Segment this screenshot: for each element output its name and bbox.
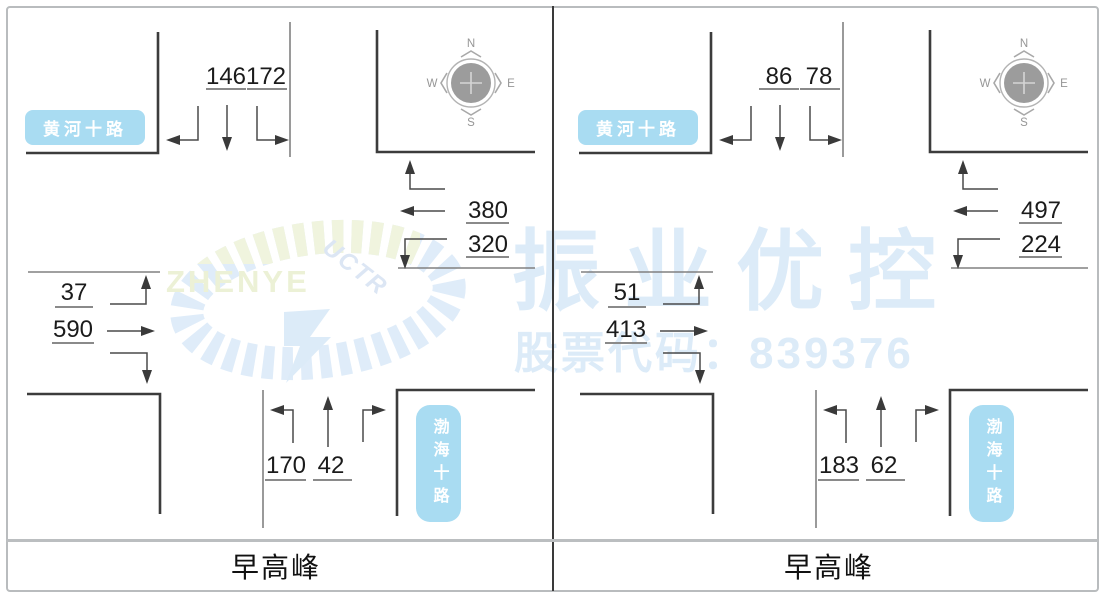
watermark-zhenye-text: ZHENYE bbox=[166, 264, 310, 299]
caption-divider-horizontal bbox=[6, 539, 1098, 542]
road-edges bbox=[26, 30, 535, 516]
underline bbox=[800, 88, 840, 90]
period-caption-left: 早高峰 bbox=[230, 552, 321, 583]
flow-value-east-through: 380 bbox=[467, 197, 509, 224]
underline bbox=[605, 342, 647, 344]
lightning-bolt-shape bbox=[284, 309, 331, 383]
flow-value-north-through: 86 bbox=[765, 63, 793, 90]
road-label-huanghe: 黄河十路 bbox=[25, 110, 145, 145]
road-label-bohai: 渤海十路 bbox=[416, 405, 461, 522]
compass-east-label: E bbox=[507, 78, 515, 90]
underline bbox=[608, 306, 646, 308]
underline bbox=[818, 479, 859, 481]
compass-west-label: W bbox=[980, 78, 991, 90]
underline bbox=[466, 222, 509, 224]
watermark-stock-code-text: 股票代码：839376 bbox=[514, 329, 914, 378]
flow-value-west-through: 590 bbox=[52, 316, 94, 343]
flow-value-south-through: 42 bbox=[317, 452, 345, 479]
period-caption-right: 早高峰 bbox=[783, 552, 874, 583]
intersection-diagram: N S W E bbox=[579, 22, 1088, 528]
underline bbox=[55, 306, 93, 308]
underline bbox=[247, 88, 287, 90]
underline bbox=[52, 342, 94, 344]
fan-rays-blue bbox=[170, 219, 466, 381]
underline bbox=[866, 479, 905, 481]
flow-value-north-left: 78 bbox=[805, 63, 833, 90]
flow-arrows bbox=[107, 105, 447, 447]
flow-value-south-through: 62 bbox=[870, 452, 898, 479]
road-inner-lines bbox=[28, 22, 535, 528]
compass-east-label: E bbox=[1060, 78, 1068, 90]
flow-value-west-left: 37 bbox=[60, 279, 88, 306]
underline bbox=[265, 479, 306, 481]
flow-value-east-through: 497 bbox=[1020, 197, 1062, 224]
flow-value-north-left: 172 bbox=[245, 63, 287, 90]
intersection-panel-left: N S W E 黄河十路 渤海十路 146 172 380 320 37 590… bbox=[0, 0, 553, 540]
underline bbox=[759, 88, 799, 90]
flow-value-east-left: 224 bbox=[1020, 231, 1062, 258]
underline bbox=[466, 256, 509, 258]
compass-north-label: N bbox=[467, 38, 475, 50]
intersection-diagram: N S W E bbox=[26, 22, 535, 528]
flow-arrows bbox=[660, 105, 1000, 447]
road-label-bohai: 渤海十路 bbox=[969, 405, 1014, 522]
compass-west-label: W bbox=[427, 78, 438, 90]
underline bbox=[313, 479, 352, 481]
underline bbox=[1019, 222, 1062, 224]
flow-value-east-left: 320 bbox=[467, 231, 509, 258]
intersection-panel-right: N S W E 黄河十路 渤海十路 86 78 497 224 51 413 1… bbox=[553, 0, 1106, 540]
flow-value-south-left: 183 bbox=[818, 452, 860, 479]
underline bbox=[1019, 256, 1062, 258]
compass-south-label: S bbox=[467, 117, 475, 129]
compass-south-label: S bbox=[1020, 117, 1028, 129]
road-label-huanghe: 黄河十路 bbox=[578, 110, 698, 145]
flow-value-west-left: 51 bbox=[613, 279, 641, 306]
compass-north-label: N bbox=[1020, 38, 1028, 50]
underline bbox=[206, 88, 246, 90]
road-inner-lines bbox=[581, 22, 1088, 528]
compass-icon: N S W E bbox=[427, 38, 516, 129]
panel-divider-vertical bbox=[552, 6, 554, 591]
road-edges bbox=[579, 30, 1088, 516]
flow-value-west-through: 413 bbox=[605, 316, 647, 343]
flow-value-north-through: 146 bbox=[205, 63, 247, 90]
compass-icon: N S W E bbox=[980, 38, 1069, 129]
flow-value-south-left: 170 bbox=[265, 452, 307, 479]
